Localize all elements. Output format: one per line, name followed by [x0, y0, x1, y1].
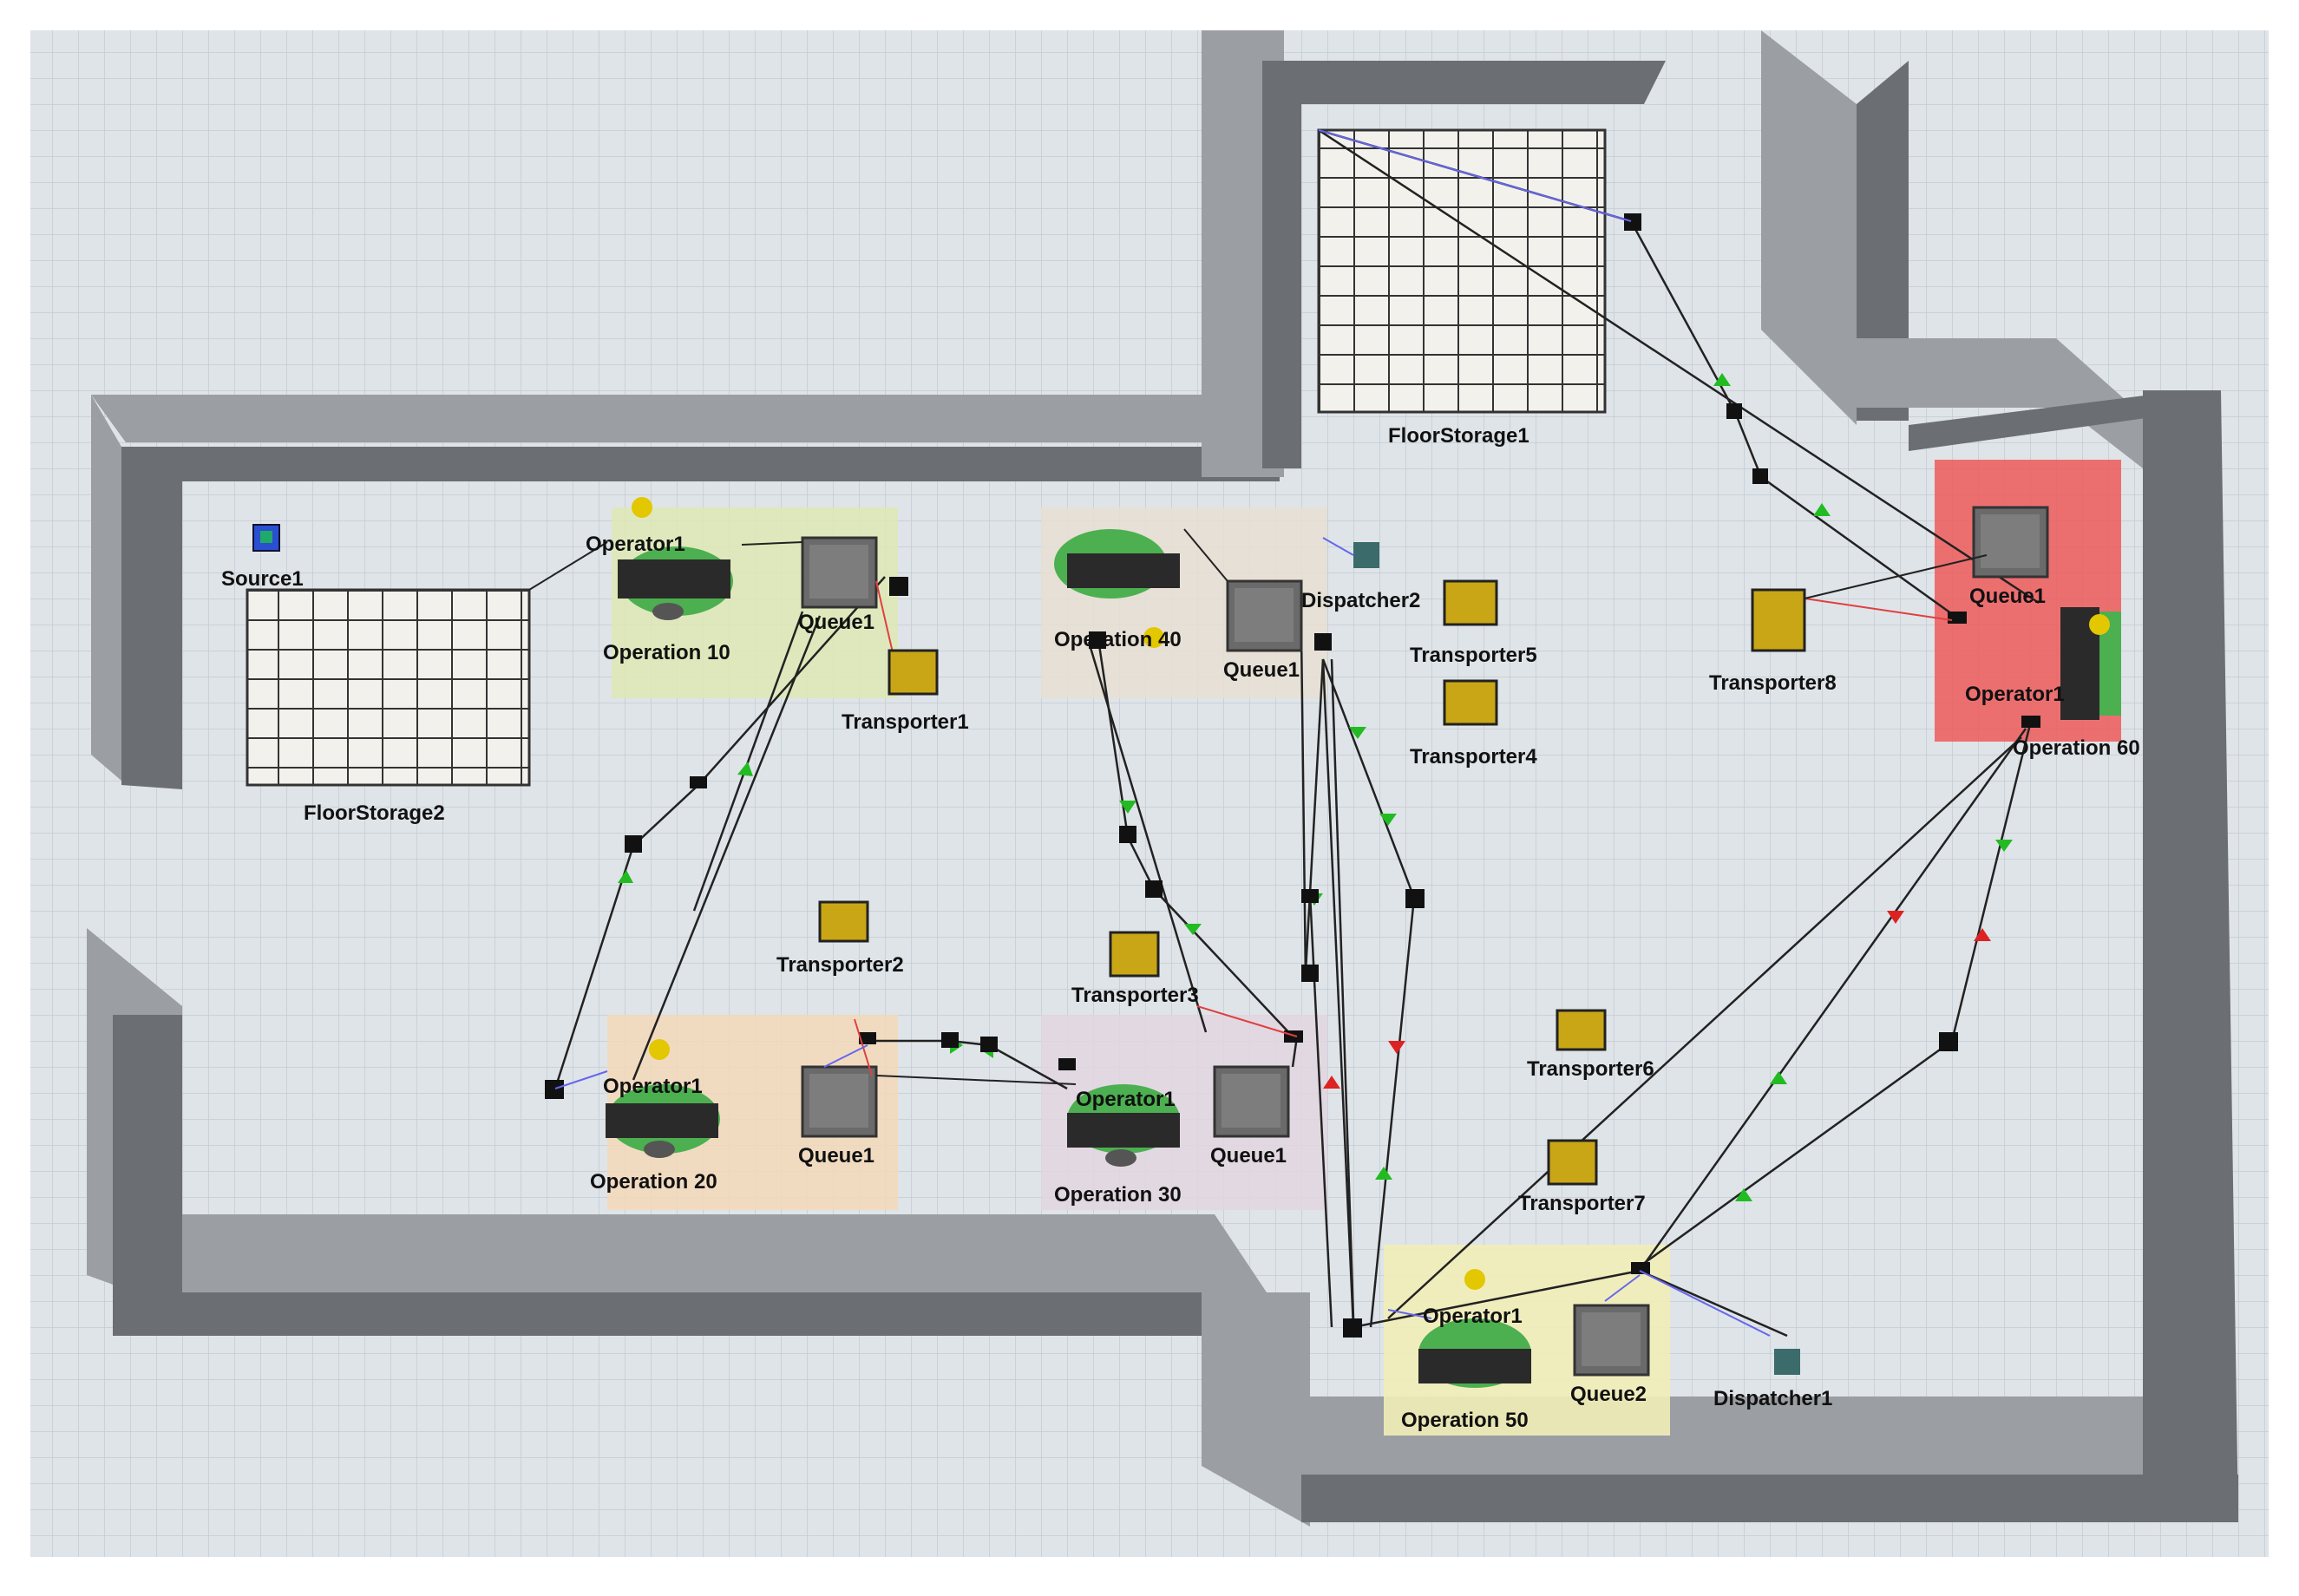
floor-storage-2[interactable]	[246, 588, 531, 787]
op50-label: Operation 50	[1401, 1409, 1529, 1432]
operators[interactable]	[632, 497, 2110, 1290]
transporter-1-label: Transporter1	[842, 710, 969, 734]
op10-queue-label: Queue1	[798, 611, 874, 634]
operation-20-processor[interactable]	[606, 1084, 720, 1158]
operation-20-queue[interactable]	[801, 1065, 878, 1138]
transporter-8-label: Transporter8	[1709, 671, 1837, 695]
transporter-7-label: Transporter7	[1518, 1192, 1646, 1215]
dispatcher-1[interactable]	[1774, 1349, 1800, 1375]
transporters[interactable]	[818, 579, 1806, 1186]
op30-label: Operation 30	[1054, 1183, 1182, 1207]
operation-50-queue[interactable]	[1573, 1304, 1650, 1377]
op50-queue-label: Queue2	[1570, 1383, 1647, 1406]
op10-operator-label: Operator1	[586, 533, 685, 556]
wall-structure	[87, 30, 2238, 1527]
floor-storage-1-label: FloorStorage1	[1388, 424, 1529, 448]
operation-40-processor[interactable]	[1054, 529, 1180, 598]
operation-40-queue[interactable]	[1226, 579, 1303, 652]
source-1[interactable]	[252, 524, 280, 552]
op30-queue-label: Queue1	[1210, 1144, 1287, 1168]
op60-operator-label: Operator1	[1965, 683, 2065, 706]
transporter-6-label: Transporter6	[1527, 1057, 1654, 1081]
connectors	[554, 129, 1988, 1337]
dispatcher-2[interactable]	[1353, 542, 1379, 568]
floor-storage-1[interactable]	[1317, 128, 1607, 414]
op60-label: Operation 60	[2013, 736, 2140, 760]
op20-queue-label: Queue1	[798, 1144, 874, 1168]
transporter-4-label: Transporter4	[1410, 745, 1537, 769]
dispatcher-1-label: Dispatcher1	[1713, 1387, 1832, 1410]
op60-queue-label: Queue1	[1969, 585, 2046, 608]
op40-queue-label: Queue1	[1223, 658, 1300, 682]
operation-10-queue[interactable]	[801, 536, 878, 609]
transporter-3-label: Transporter3	[1071, 984, 1199, 1007]
operation-60-queue[interactable]	[1972, 506, 2049, 579]
op30-operator-label: Operator1	[1076, 1088, 1176, 1111]
operation-30-queue[interactable]	[1213, 1065, 1290, 1138]
object-labels: Source1 FloorStorage1 FloorStorage2 Oper…	[221, 424, 2140, 1432]
op10-label: Operation 10	[603, 641, 730, 664]
dispatcher-2-label: Dispatcher2	[1301, 589, 1420, 612]
op40-label: Operation 40	[1054, 628, 1182, 651]
operation-30-processor[interactable]	[1067, 1084, 1180, 1167]
floor-storage-2-label: FloorStorage2	[304, 801, 445, 825]
source-1-label: Source1	[221, 567, 304, 591]
transporter-2-label: Transporter2	[776, 953, 904, 977]
op50-operator-label: Operator1	[1423, 1305, 1523, 1328]
op20-label: Operation 20	[590, 1170, 717, 1194]
op20-operator-label: Operator1	[603, 1075, 703, 1098]
operation-10-processor[interactable]	[618, 546, 733, 620]
transporter-5-label: Transporter5	[1410, 644, 1537, 667]
operation-50-processor[interactable]	[1418, 1318, 1531, 1388]
